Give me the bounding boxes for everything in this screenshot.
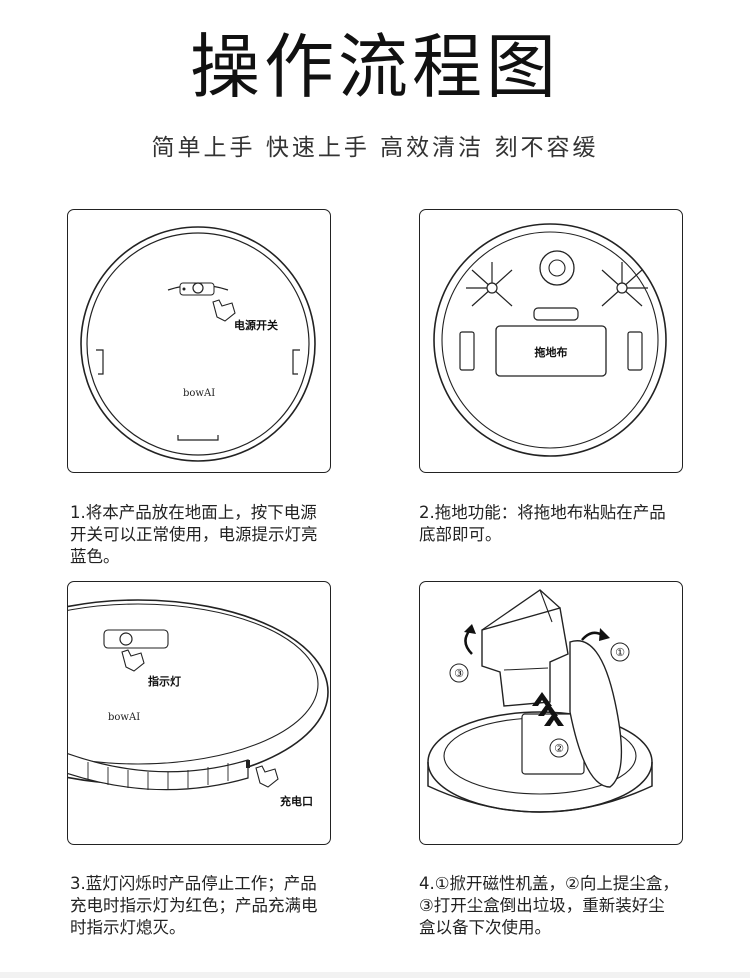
side-vent bbox=[68, 753, 249, 791]
power-switch-label: 电源开关 bbox=[234, 318, 278, 332]
brand-logo: bowAI bbox=[108, 712, 140, 723]
dust-box bbox=[481, 607, 569, 707]
page-subtitle: 简单上手 快速上手 高效清洁 刻不容缓 bbox=[151, 135, 599, 161]
step-marker-3: ③ bbox=[454, 667, 464, 680]
step-2-illustration: 拖地布 bbox=[419, 209, 683, 473]
step-2-caption: 2.拖地功能：将拖地布粘贴在产品 底部即可。 bbox=[419, 503, 666, 544]
rotate-arrow-icon bbox=[464, 629, 473, 655]
bottom-divider bbox=[0, 972, 750, 978]
pointing-hand-icon bbox=[255, 765, 279, 788]
indicator-light-label: 指示灯 bbox=[148, 674, 181, 688]
left-wheel-icon bbox=[459, 331, 475, 371]
step-4-illustration: ① ② ③ bbox=[419, 581, 683, 845]
magnetic-cover bbox=[569, 640, 623, 788]
step-1-illustration: 电源开关 bowAI bbox=[67, 209, 331, 473]
mop-pad-label: 拖地布 bbox=[535, 345, 568, 359]
mop-pad bbox=[495, 325, 607, 377]
lift-arrows-icon bbox=[532, 692, 564, 726]
power-icon bbox=[192, 282, 204, 294]
right-wheel-icon bbox=[627, 331, 643, 371]
pointing-hand-icon bbox=[212, 299, 236, 322]
step-1-caption: 1.将本产品放在地面上，按下电源 开关可以正常使用，电源提示灯亮 蓝色。 bbox=[70, 503, 318, 566]
brand-logo: bowAI bbox=[183, 388, 215, 399]
step-3-caption: 3.蓝灯闪烁时产品停止工作；产品 充电时指示灯为红色；产品充满电 时指示灯熄灭。 bbox=[70, 874, 318, 937]
step-4-caption: 4.①掀开磁性机盖，②向上提尘盒， ③打开尘盒倒出垃圾，重新装好尘 盒以备下次使… bbox=[419, 874, 679, 937]
step-marker-2: ② bbox=[554, 742, 564, 755]
charging-port-label: 充电口 bbox=[280, 794, 313, 808]
step-marker-1: ① bbox=[615, 646, 625, 659]
pointing-hand-icon bbox=[121, 649, 145, 672]
charging-port bbox=[246, 760, 250, 768]
step-3-illustration: 指示灯 bowAI 充电口 bbox=[67, 581, 331, 845]
indicator-light-icon bbox=[119, 632, 133, 646]
page-title: 操作流程图 bbox=[190, 26, 560, 108]
